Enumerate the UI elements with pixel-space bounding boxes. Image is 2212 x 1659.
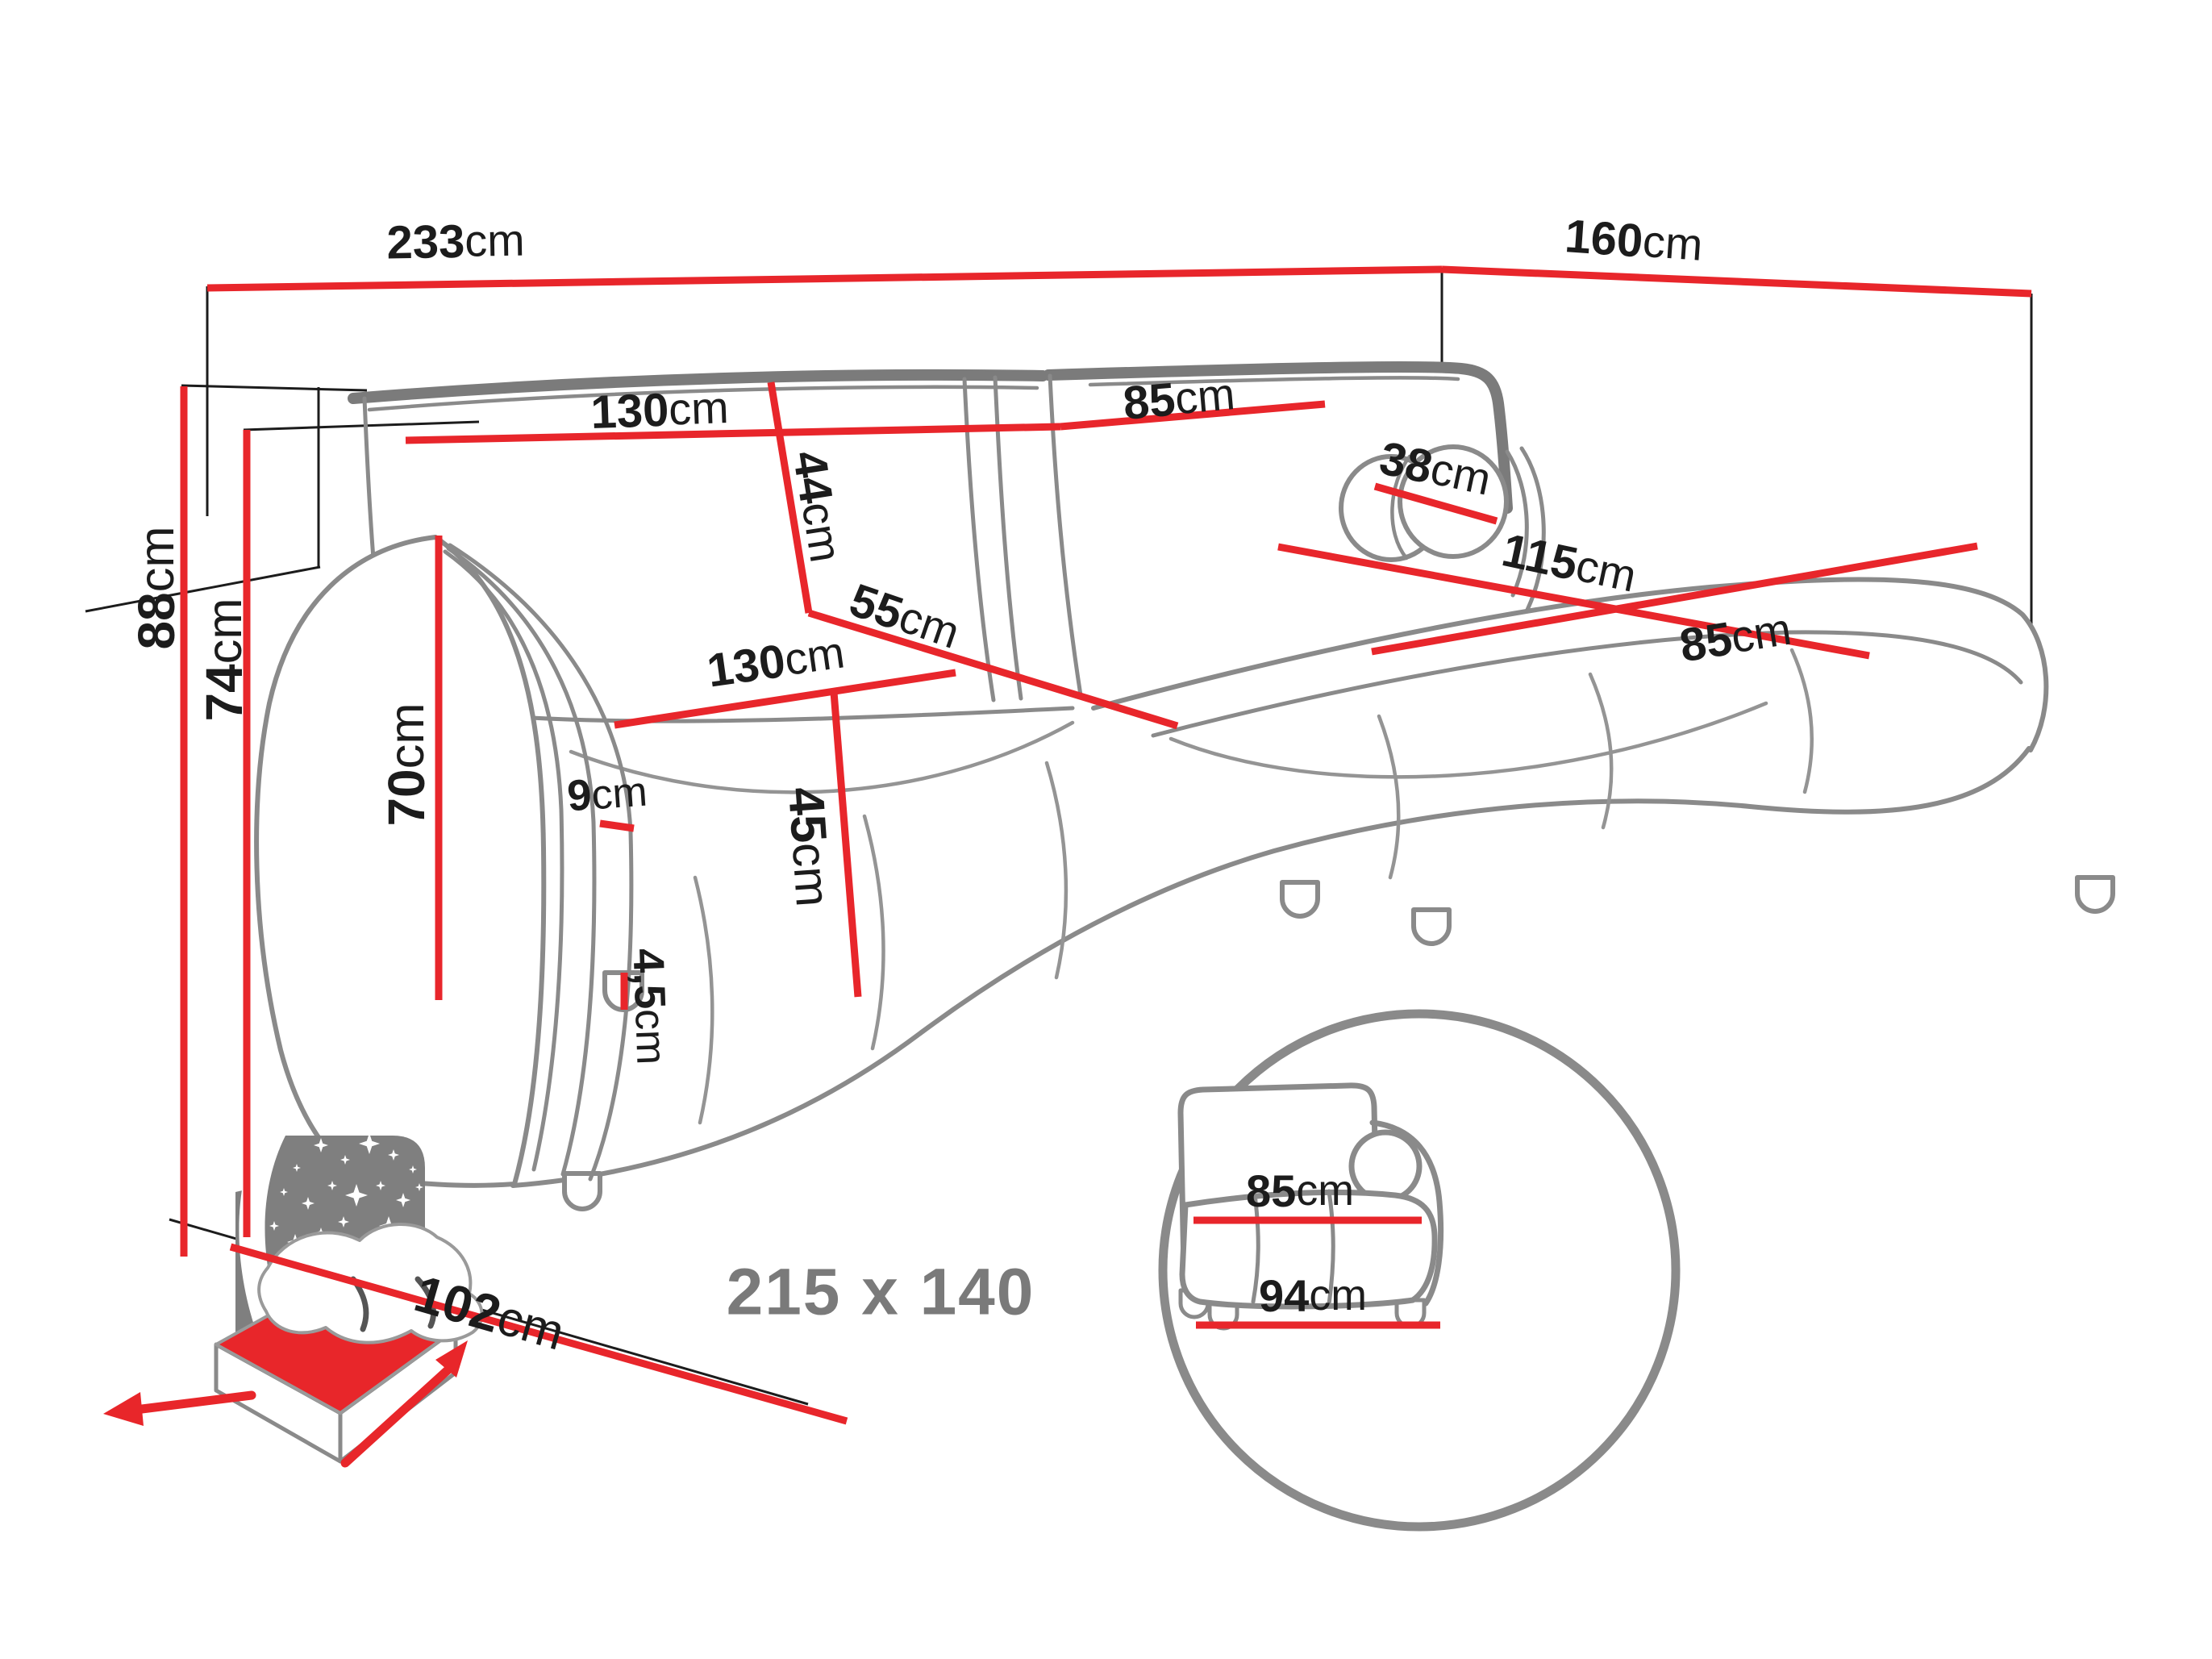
dimension-label-height-total-88: 88cm: [127, 526, 185, 649]
dimension-label-seat-depth-55: 55cm: [844, 573, 966, 660]
bolster-pillow-front: [1398, 444, 1509, 559]
upholstery-channel-seams: [693, 648, 1814, 1125]
detail-armrest-roll: [1348, 1129, 1423, 1203]
dimension-line-chaise-width-85: [1371, 542, 1978, 656]
star-icon: [396, 1193, 410, 1207]
dimension-label-detail-base-94: 94cm: [1259, 1270, 1367, 1321]
bed-sleeping-function-icon: 215 x 140: [103, 1133, 1035, 1468]
star-icon: [376, 1181, 385, 1190]
star-icon: [340, 1155, 350, 1165]
extension-line: [243, 420, 480, 431]
dimension-label-backrest-left-130: 130cm: [589, 381, 729, 439]
extension-line: [85, 565, 321, 613]
unfold-arrows: [103, 1340, 468, 1468]
leg: [1280, 880, 1320, 919]
armrest-roll-seams: [443, 543, 634, 1182]
dimension-label-depth-total-160: 160cm: [1563, 210, 1704, 272]
star-icon: [345, 1184, 368, 1207]
seat-cushion-curve: [569, 720, 1075, 794]
dimension-label-armrest-roll-9: 9cm: [565, 767, 648, 821]
dimension-line-backrest-right-85: [1060, 400, 1326, 431]
dimension-line-seat-height-45: [830, 691, 862, 998]
dimension-line-backrest-height-44: [767, 381, 813, 614]
dimension-label-chaise-width-85: 85cm: [1676, 602, 1794, 672]
star-icon: [415, 1183, 423, 1191]
sleeping-area-note: 215 x 140: [727, 1256, 1035, 1329]
backrest-right-corner: [1505, 446, 1546, 612]
arrow-left-head: [103, 1392, 144, 1426]
chaise-front-top-edge: [1151, 630, 2023, 738]
detail-seat-seams: [1251, 1189, 1335, 1307]
dimension-label-backrest-right-85: 85cm: [1121, 368, 1237, 430]
chaise-surface-curve: [1168, 701, 1768, 779]
arrow-left-shaft: [137, 1390, 256, 1414]
backrest-cushion-divider: [962, 373, 1083, 702]
sofa-legs: [562, 875, 2115, 1211]
leg: [1411, 907, 1452, 946]
dimension-line-depth-102: [229, 1243, 848, 1425]
dimension-label-leg-height-4-5: 4,5cm: [624, 948, 677, 1065]
star-icon: [269, 1221, 279, 1231]
dimension-line-armrest-roll-9: [599, 819, 635, 832]
bolster-pillow: [1339, 444, 1509, 562]
leg: [562, 1171, 602, 1211]
star-icon: [409, 1165, 417, 1173]
bolster-crease: [1390, 454, 1412, 561]
dimension-line-depth-total-160: [1441, 265, 2032, 298]
dimension-line-pillow-38: [1373, 482, 1498, 525]
chaise-back-edge: [1091, 577, 2049, 752]
star-icon: [302, 1197, 315, 1210]
arrow-right-head: [435, 1340, 468, 1378]
leg: [2075, 875, 2115, 914]
dimension-label-pillow-38: 38cm: [1375, 431, 1495, 506]
armrest-left: [254, 535, 547, 1188]
armrest-detail-inset: [1158, 1009, 1681, 1532]
dimension-label-detail-seat-85: 85cm: [1246, 1165, 1354, 1216]
dimension-label-backrest-height-44: 44cm: [783, 447, 852, 565]
dimension-label-seat-height-45: 45cm: [777, 786, 841, 909]
dimension-line-chaise-length-115: [1277, 543, 1870, 660]
sofa-back-frame: [348, 361, 1513, 514]
star-icon: [293, 1164, 301, 1172]
arrow-right-shaft: [340, 1365, 453, 1468]
dimension-label-height-74: 74cm: [195, 598, 253, 721]
star-icon: [280, 1188, 288, 1196]
moon-crescent: [239, 1136, 285, 1332]
star-icon: [327, 1181, 337, 1190]
sofa-line-drawing: [254, 361, 2115, 1211]
dimension-label-armrest-height-70: 70cm: [377, 702, 435, 826]
star-icon: [388, 1149, 399, 1161]
detail-armrest-outer: [1369, 1119, 1444, 1307]
dimension-line-width-total-233: [206, 265, 1443, 292]
sofa-back-inner-edge: [367, 376, 1460, 412]
star-icon: [338, 1216, 349, 1228]
dimension-label-width-total-233: 233cm: [386, 214, 525, 269]
star-icon: [269, 1144, 280, 1155]
star-icon: [359, 1133, 380, 1154]
star-icon: [314, 1138, 328, 1153]
dimension-label-seat-width-130: 130cm: [704, 626, 848, 697]
extension-line: [181, 384, 368, 392]
dimension-line-seat-depth-55: [807, 609, 1179, 730]
dimension-line-seat-width-130: [614, 669, 956, 729]
dimension-line-backrest-left-130: [405, 423, 1061, 444]
sofa-front-bottom-edge: [510, 746, 2031, 1188]
